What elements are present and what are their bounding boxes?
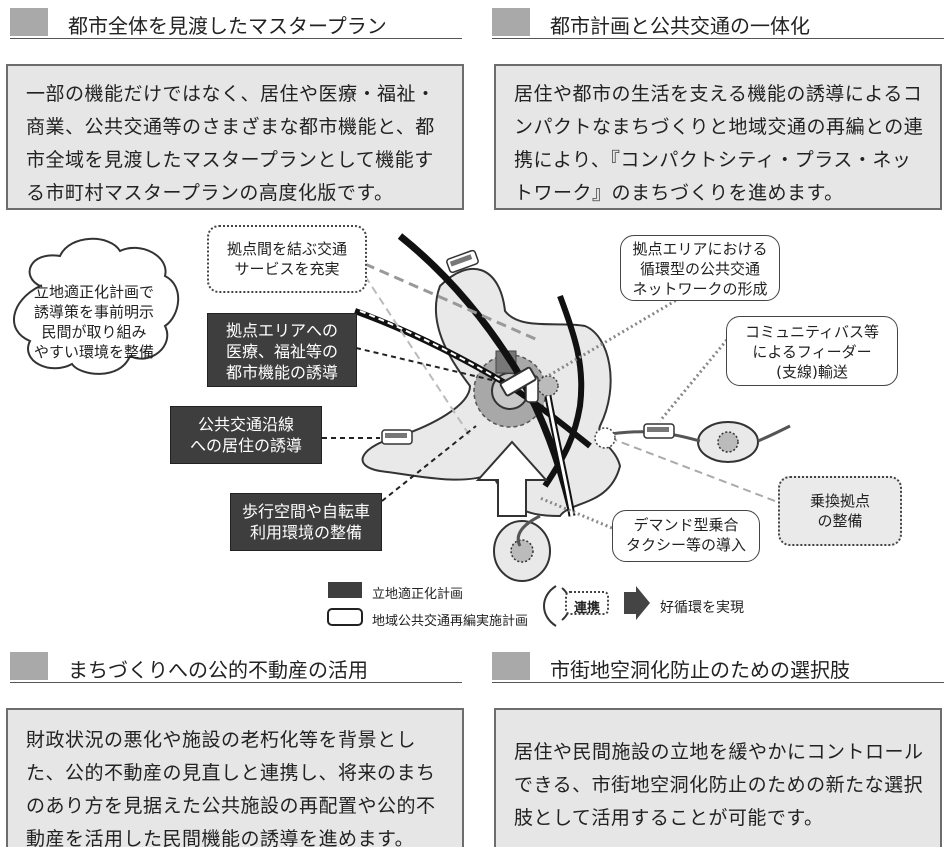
walking-label: 歩行空間や自転車 利用環境の整備: [230, 493, 382, 551]
header-square: [10, 652, 48, 680]
satellite-core-east: [717, 431, 739, 453]
connector-urban: [355, 347, 497, 382]
loop-network-label: 拠点エリアにおける 循環型の公共交通 ネットワークの形成: [620, 235, 780, 301]
rail-line-white-inner: [359, 310, 511, 387]
bus-icon: [446, 249, 479, 274]
link-service-label: 拠点間を結ぶ交通 サービスを充実: [207, 225, 367, 293]
road-east: [599, 424, 791, 443]
legend-cycle-text: 好循環を実現: [660, 600, 744, 616]
connector-walking: [381, 425, 477, 502]
rail-line-south-white-core: [546, 395, 574, 517]
demand-label: デマンド型乗合 タクシー等の導入: [612, 510, 760, 562]
core-east-node: [537, 375, 559, 397]
legend-cooperation-text: 連携: [574, 601, 601, 616]
tram-icon: [499, 366, 537, 397]
urban-functions-label: 拠点エリアへの 医療、福祉等の 都市機能の誘導: [207, 313, 357, 387]
satellite-core-south: [510, 539, 534, 563]
legend-plan-swatch: [328, 582, 362, 598]
legend-right-arrow: [624, 586, 650, 620]
transfer-label: 乗換拠点 の整備: [778, 476, 902, 546]
connector-link-service-2: [364, 275, 471, 437]
upward-arrow: [475, 440, 549, 517]
residence-label: 公共交通沿線 への居住の誘導: [170, 406, 322, 464]
legend-cooperation-box: [565, 591, 609, 615]
connector-loop: [547, 296, 681, 378]
legend-transit-plan-text: 地域公共交通再編実施計画: [372, 614, 529, 629]
connector-feeder: [658, 335, 732, 422]
cloud-label: 立地適正化計画で 誘導策を事前明示 民間が取り組み やすい環境を整備: [33, 283, 154, 361]
connector-demand: [539, 496, 613, 530]
section-title: まちづくりへの公的不動産の活用: [68, 658, 368, 682]
integration-description: 居住や都市の生活を支える機能の誘導によるコンパクトなまちづくりと地域交通の再編と…: [494, 64, 942, 210]
connector-transfer: [609, 437, 776, 502]
section-header-hollowing: 市街地空洞化防止のための選択肢: [492, 650, 944, 683]
public-realestate-description: 財政状況の悪化や施設の老朽化等を背景とした、公的不動産の見直しと連携し、将来のま…: [6, 708, 464, 850]
road-south: [516, 514, 541, 547]
section-title: 都市全体を見渡したマスタープラン: [68, 14, 387, 38]
bus-icon: [643, 423, 675, 439]
transfer-node: [594, 427, 616, 449]
bus-icon: [381, 429, 413, 445]
section-title: 都市計画と公共交通の一体化: [550, 14, 810, 38]
section-header-integration: 都市計画と公共交通の一体化: [492, 6, 944, 39]
feeder-label: コミュニティバス等 によるフィーダー (支線)輸送: [726, 316, 898, 386]
city-diagram: [13, 233, 791, 627]
section-title: 市街地空洞化防止のための選択肢: [550, 658, 850, 682]
cloud-shape: [13, 237, 180, 375]
header-square: [492, 8, 530, 36]
header-square: [10, 8, 48, 36]
legend-plan-text: 立地適正化計画: [372, 587, 464, 602]
header-square: [492, 652, 530, 680]
section-header-masterplan: 都市全体を見渡したマスタープラン: [10, 6, 462, 39]
hollowing-description: 居住や民間施設の立地を緩やかにコントロールできる、市街地空洞化防止のための新たな…: [494, 708, 942, 847]
masterplan-description: 一部の機能だけではなく、居住や医療・福祉・商業、公共交通等のさまざまな都市機能と…: [6, 64, 464, 210]
legend-transit-swatch: [327, 608, 363, 626]
section-header-public-realestate: まちづくりへの公的不動産の活用: [10, 650, 462, 683]
